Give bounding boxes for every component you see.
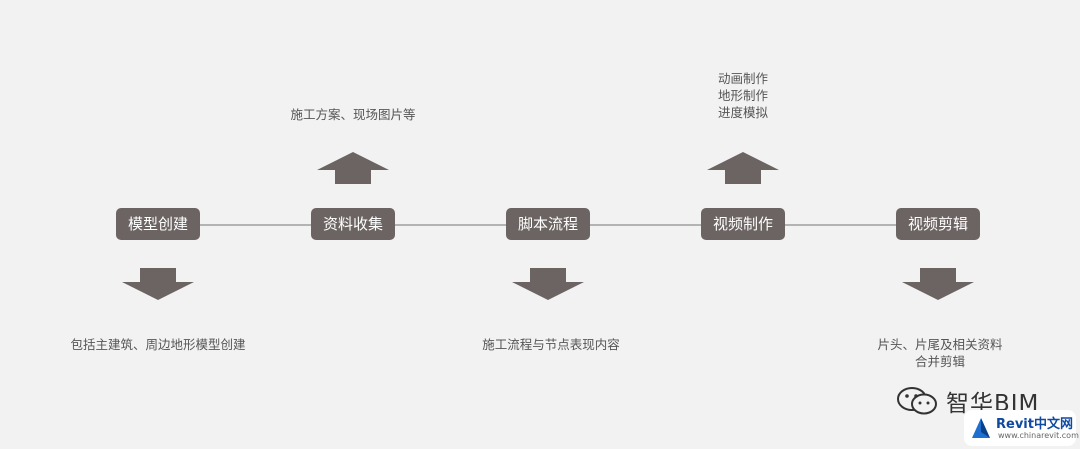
badge-title: Revit中文网 <box>996 417 1073 432</box>
note-line: 地形制作 <box>717 88 769 103</box>
step-video-production: 视频制作 <box>701 208 785 240</box>
note-video-editing: 片头、片尾及相关资料 合并剪辑 <box>877 336 1002 370</box>
note-video-production: 动画制作 地形制作 进度模拟 <box>718 70 768 121</box>
note-model-creation: 包括主建筑、周边地形模型创建 <box>70 336 245 353</box>
note-line: 包括主建筑、周边地形模型创建 <box>70 337 246 352</box>
note-data-collection: 施工方案、现场图片等 <box>290 106 415 123</box>
note-line: 施工流程与节点表现内容 <box>482 337 620 352</box>
note-line: 进度模拟 <box>717 105 769 120</box>
note-script-flow: 施工流程与节点表现内容 <box>482 336 620 353</box>
arrow-up-icon <box>317 152 389 184</box>
step-model-creation: 模型创建 <box>116 208 200 240</box>
wechat-icon <box>897 387 937 415</box>
note-line: 片头、片尾及相关资料 <box>877 337 1003 352</box>
note-line: 动画制作 <box>717 71 769 86</box>
arrow-up-icon <box>707 152 779 184</box>
revit-logo-icon <box>972 418 990 438</box>
note-line: 合并剪辑 <box>914 354 966 369</box>
step-data-collection: 资料收集 <box>311 208 395 240</box>
revit-badge: Revit中文网 www.chinarevit.com <box>964 410 1079 446</box>
arrow-down-icon <box>512 268 584 300</box>
arrow-down-icon <box>902 268 974 300</box>
step-video-editing: 视频剪辑 <box>896 208 980 240</box>
note-line: 施工方案、现场图片等 <box>290 107 416 122</box>
arrow-down-icon <box>122 268 194 300</box>
badge-url: www.chinarevit.com <box>998 431 1079 440</box>
step-script-flow: 脚本流程 <box>506 208 590 240</box>
